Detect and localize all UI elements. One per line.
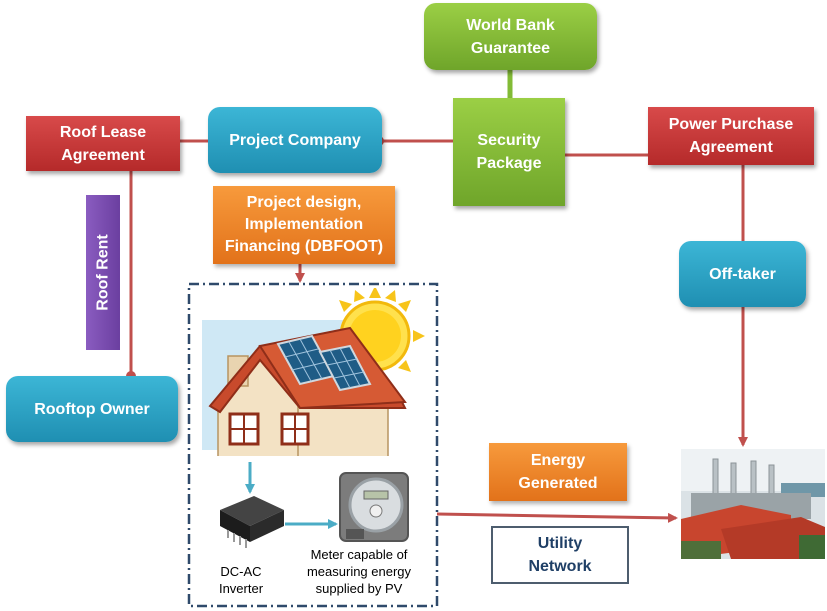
pv-system-frame (187, 282, 439, 608)
utility-line-1: Utility (537, 535, 583, 552)
world-bank-line-2: Guarantee (470, 39, 551, 57)
security-line-1: Security (477, 132, 541, 149)
power-plant-image (681, 449, 825, 559)
rooftop-owner-box: Rooftop Owner (6, 376, 178, 442)
ppa-line-2: Agreement (689, 139, 773, 156)
roof-lease-agreement-box: Roof Lease Agreement (26, 116, 180, 171)
meter-line-3: supplied by PV (315, 581, 403, 596)
project-design-line-3: Financing (DBFOOT) (224, 238, 384, 255)
security-package-box: Security Package (453, 98, 565, 206)
meter-label: Meter capable of measuring energy suppli… (294, 546, 424, 597)
rooftop-owner-label: Rooftop Owner (34, 400, 150, 418)
off-taker-label: Off-taker (709, 265, 776, 283)
energy-generated-box: Energy Generated (489, 443, 627, 501)
ppa-line-1: Power Purchase (668, 116, 794, 133)
inverter-line-1: DC-AC (220, 564, 262, 579)
security-line-2: Package (476, 155, 542, 172)
energy-line-1: Energy (530, 452, 586, 469)
project-company-box: Project Company (208, 107, 382, 173)
project-design-line-1: Project design, (246, 194, 362, 211)
energy-line-2: Generated (518, 475, 598, 492)
inverter-label: DC-AC Inverter (200, 563, 282, 597)
roof-rent-label: Roof Rent (94, 234, 112, 311)
connector-energy-plant (436, 512, 678, 523)
meter-line-1: Meter capable of (310, 547, 408, 562)
world-bank-guarantee-box: World Bank Guarantee (424, 3, 597, 70)
project-company-label: Project Company (229, 131, 361, 149)
meter-illustration (339, 472, 409, 542)
inverter-line-2: Inverter (218, 581, 264, 596)
roof-lease-line-2: Agreement (61, 146, 145, 164)
roof-lease-line-1: Roof Lease (59, 123, 147, 141)
world-bank-line-1: World Bank (466, 16, 555, 34)
utility-network-box: Utility Network (491, 526, 629, 584)
project-design-box: Project design, Implementation Financing… (213, 186, 395, 264)
power-purchase-agreement-box: Power Purchase Agreement (648, 107, 814, 165)
utility-line-2: Network (528, 558, 592, 575)
roof-rent-box: Roof Rent (86, 195, 120, 350)
inverter-illustration (220, 496, 284, 548)
house-solar-illustration (202, 288, 425, 460)
meter-line-2: measuring energy (306, 564, 412, 579)
off-taker-box: Off-taker (679, 241, 806, 307)
project-design-line-2: Implementation (244, 216, 364, 233)
